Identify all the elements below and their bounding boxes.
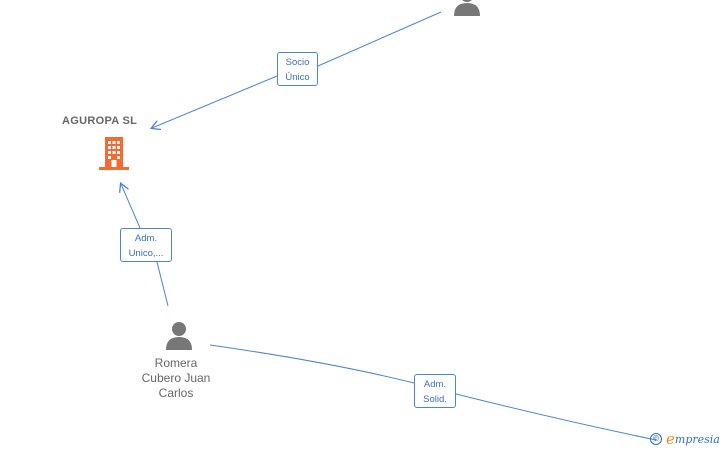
person-icon[interactable] <box>164 320 194 350</box>
company-name[interactable]: AGUROPA SL <box>62 115 138 127</box>
person-name[interactable]: Romera Cubero Juan Carlos <box>126 356 226 401</box>
edge-label-line: Único <box>285 72 310 83</box>
edge-line-socio <box>152 11 442 128</box>
edge-line-adm-solid <box>209 344 657 441</box>
edge-label-line: Adm. <box>423 379 447 390</box>
person-name-line: Cubero Juan <box>141 371 211 385</box>
edge-label-line: Solid. <box>423 394 447 405</box>
edge-label-line: Socio <box>285 57 310 68</box>
edge-label-socio[interactable]: Socio Único <box>277 52 318 86</box>
brand-text: mpresia <box>674 432 720 446</box>
brand-logo[interactable]: © e mpresia <box>650 430 720 448</box>
building-icon[interactable] <box>97 135 131 171</box>
edge-label-adm-solid[interactable]: Adm. Solid. <box>414 374 456 408</box>
person-name-line: Romera <box>154 356 198 370</box>
copyright-icon: © <box>650 433 662 445</box>
person-name-line: Carlos <box>158 386 194 400</box>
edge-label-adm-unico[interactable]: Adm. Unico,... <box>120 228 172 262</box>
edge-label-line: Unico,... <box>128 248 164 259</box>
edge-label-line: Adm. <box>134 233 158 244</box>
person-icon[interactable] <box>452 0 482 16</box>
edge-line-adm-unico <box>121 184 169 307</box>
brand-first-letter: e <box>666 430 675 448</box>
